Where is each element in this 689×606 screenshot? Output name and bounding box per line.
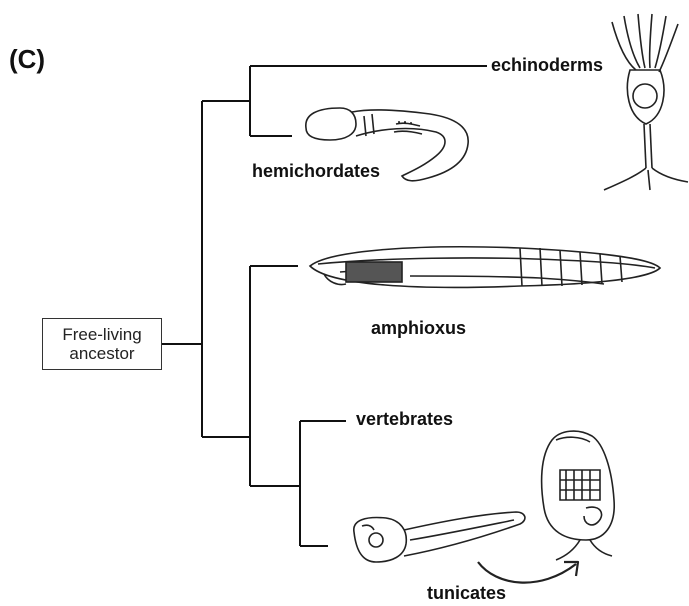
metamorphosis-arrow-icon — [478, 562, 578, 583]
taxon-label-tunicates: tunicates — [427, 583, 506, 604]
crinoid-icon — [604, 14, 688, 190]
tunicate-adult-icon — [542, 431, 615, 560]
taxon-label-amphioxus: amphioxus — [371, 318, 466, 339]
root-label-line1: Free-living — [62, 325, 141, 344]
panel-label: (C) — [9, 44, 45, 75]
taxon-label-vertebrates: vertebrates — [356, 409, 453, 430]
taxon-label-hemichordates: hemichordates — [252, 161, 380, 182]
amphioxus-icon — [310, 247, 660, 288]
root-ancestor-box: Free-living ancestor — [42, 318, 162, 370]
root-label-line2: ancestor — [62, 344, 141, 363]
tunicate-larva-icon — [354, 512, 525, 562]
taxon-label-echinoderms: echinoderms — [491, 55, 603, 76]
